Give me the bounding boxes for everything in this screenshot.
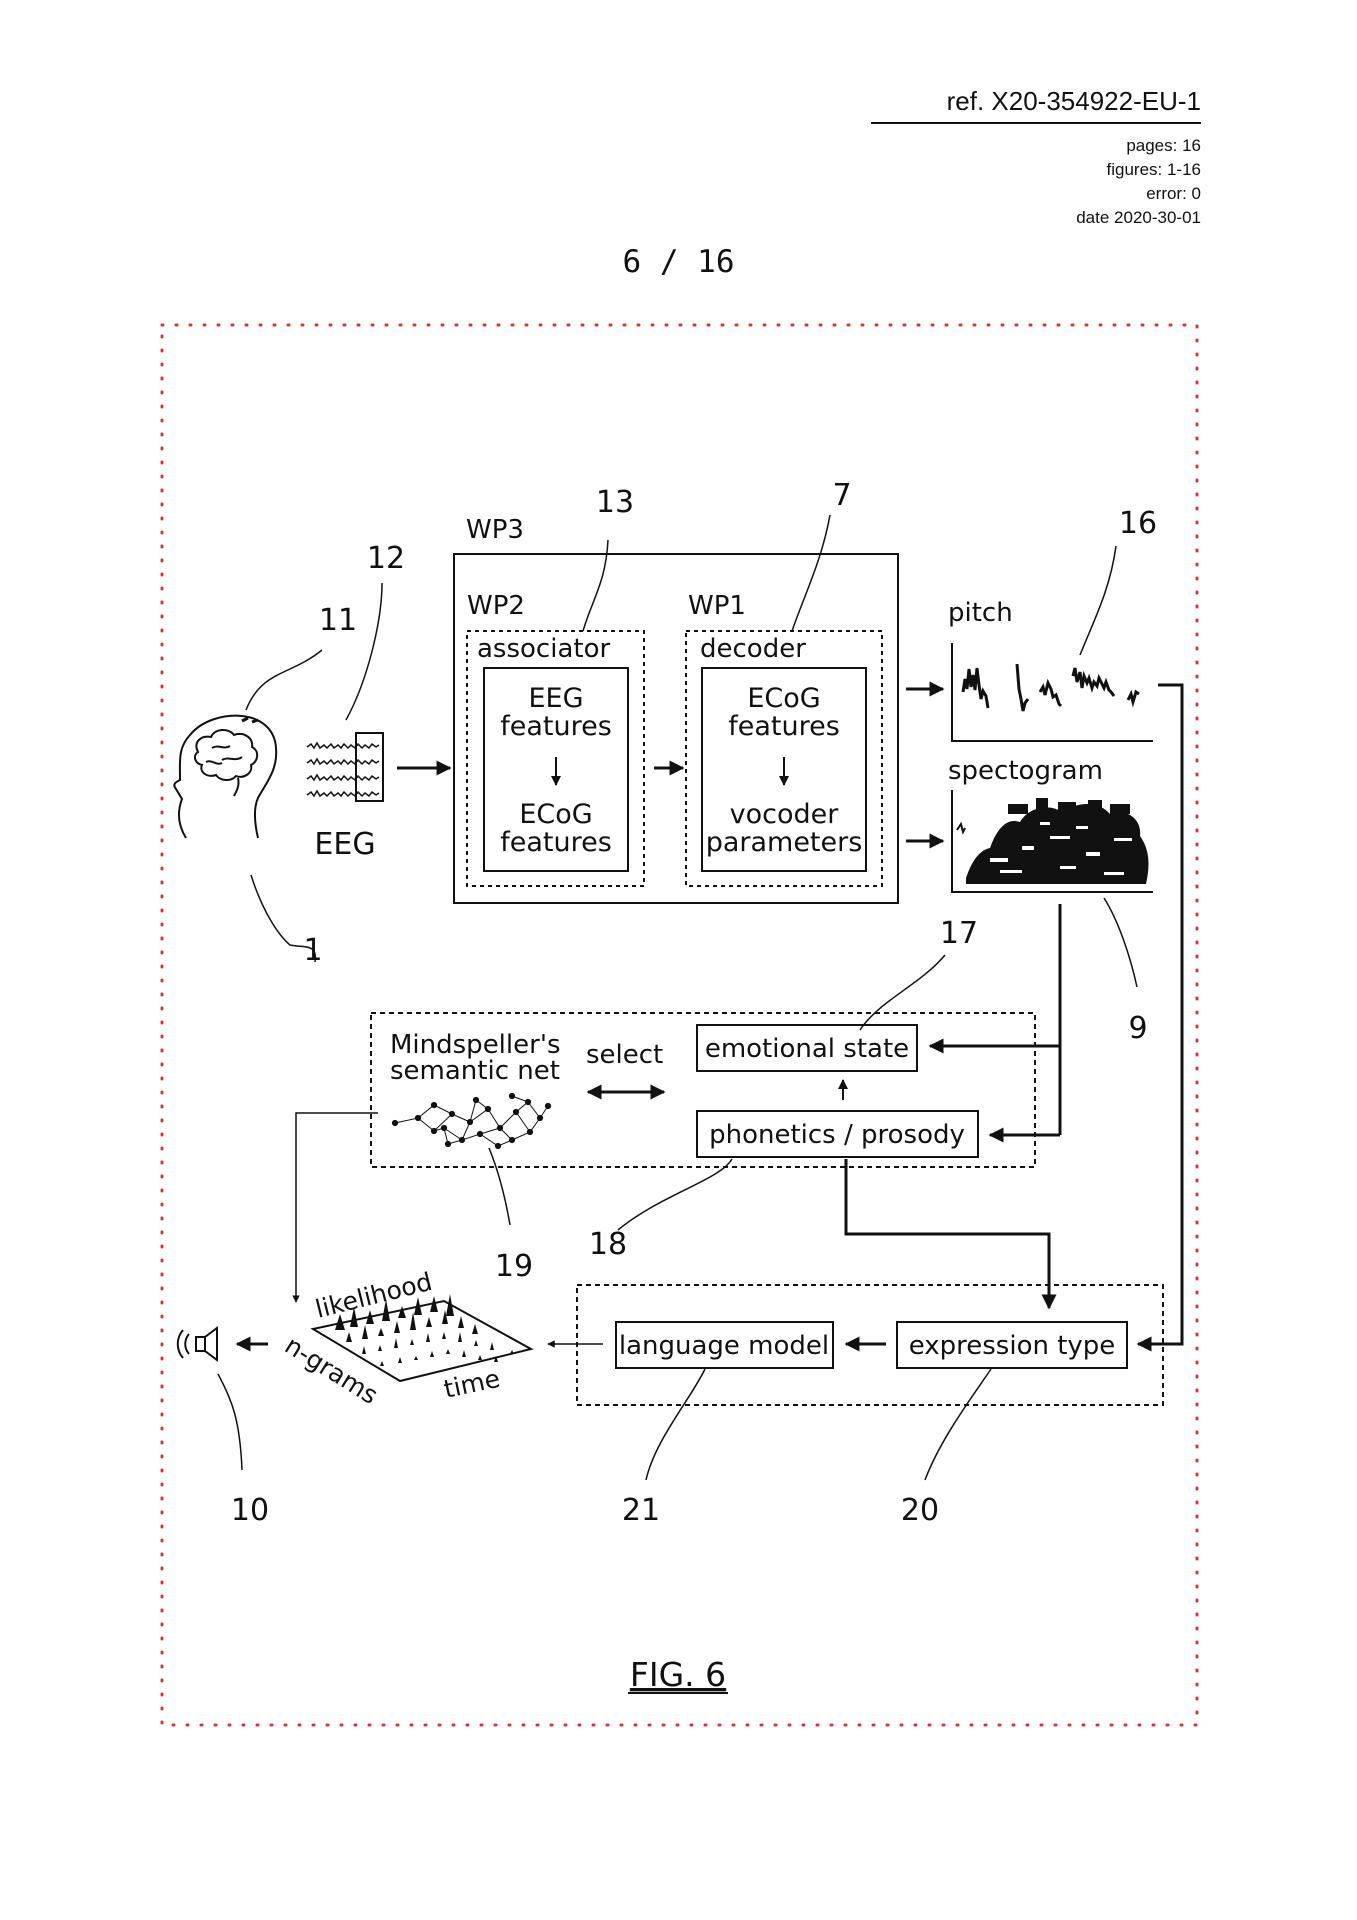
spectogram-mark — [956, 821, 966, 835]
head-brain-icon — [173, 714, 278, 839]
pitch-axes — [951, 643, 1153, 742]
eeg-features-line1: EEG — [528, 683, 583, 714]
wp3-box — [453, 553, 899, 904]
semantic-network-icon — [391, 1092, 552, 1150]
ecog-in-line2: features — [728, 711, 840, 742]
document-date: date 2020-30-01 — [1076, 208, 1201, 227]
semantic-group-box — [370, 1012, 1036, 1168]
speaker-icon — [176, 1326, 218, 1362]
arrow-semantic-to-likelihood — [292, 1112, 378, 1303]
arrow-phonetics-to-expression — [844, 1159, 1057, 1310]
likelihood-surface-icon — [310, 1294, 534, 1383]
reference-number: ref. X20-354922-EU-1 — [946, 86, 1201, 116]
emotional-state-box — [696, 1024, 918, 1072]
language-model-label: language model — [619, 1331, 829, 1361]
emotional-state-label: emotional state — [705, 1034, 909, 1064]
semantic-net-line2: semantic net — [390, 1056, 560, 1086]
ecog-out-line1: ECoG — [519, 799, 592, 830]
wp1-box — [685, 630, 883, 887]
select-label: select — [586, 1040, 663, 1070]
semantic-net-line1: Mindspeller's — [390, 1030, 561, 1060]
header-rule — [871, 122, 1201, 124]
language-group-box — [576, 1284, 1164, 1406]
expression-type-label: expression type — [909, 1331, 1116, 1361]
time-label: time — [441, 1364, 502, 1404]
phonetics-prosody-label: phonetics / prosody — [709, 1120, 965, 1150]
spectogram-label: spectogram — [948, 756, 1103, 786]
ref-17: 17 — [940, 916, 978, 951]
wp3-label: WP3 — [466, 515, 524, 545]
associator-inner-box — [483, 667, 629, 872]
ref-10: 10 — [231, 1493, 269, 1528]
ref-1: 1 — [303, 933, 322, 968]
spectogram-gaps — [990, 822, 1132, 875]
figures-range: figures: 1-16 — [1106, 160, 1202, 179]
spectogram-axes — [951, 790, 1153, 893]
ref-21: 21 — [622, 1493, 660, 1528]
reference-leaders — [217, 514, 1138, 1481]
wp2-box — [466, 630, 645, 887]
eeg-signal-icon — [306, 732, 384, 802]
associator-label: associator — [477, 634, 610, 664]
spectogram-image — [966, 798, 1149, 884]
wp1-label: WP1 — [688, 591, 746, 621]
figure-frame — [160, 323, 1199, 1727]
ref-12: 12 — [367, 541, 405, 576]
ref-9: 9 — [1128, 1011, 1147, 1046]
pages-count: pages: 16 — [1126, 136, 1201, 155]
ref-19: 19 — [495, 1249, 533, 1284]
language-model-box — [615, 1321, 834, 1369]
decoder-label: decoder — [700, 634, 806, 664]
arrow-pitch-to-expression — [1136, 683, 1184, 1352]
ref-16: 16 — [1119, 506, 1157, 541]
wp2-label: WP2 — [467, 591, 525, 621]
ngrams-label: n-grams — [280, 1330, 383, 1410]
ecog-in-line1: ECoG — [747, 683, 820, 714]
expression-type-box — [896, 1321, 1128, 1369]
ref-20: 20 — [901, 1493, 939, 1528]
figure-caption: FIG. 6 — [630, 1655, 726, 1694]
phonetics-prosody-box — [696, 1110, 979, 1158]
ref-18: 18 — [589, 1227, 627, 1262]
vocoder-line2: parameters — [706, 827, 863, 858]
ref-11: 11 — [319, 603, 357, 638]
eeg-features-line2: features — [500, 711, 612, 742]
decoder-inner-box — [701, 667, 867, 872]
ecog-out-line2: features — [500, 827, 612, 858]
ref-13: 13 — [596, 485, 634, 520]
pitch-trace — [961, 663, 1140, 712]
error-count: error: 0 — [1146, 184, 1201, 203]
eeg-label: EEG — [314, 827, 375, 862]
page-number: 6 / 16 — [622, 244, 735, 280]
vocoder-line1: vocoder — [730, 799, 840, 830]
pitch-label: pitch — [948, 598, 1013, 628]
ref-7: 7 — [832, 478, 851, 513]
